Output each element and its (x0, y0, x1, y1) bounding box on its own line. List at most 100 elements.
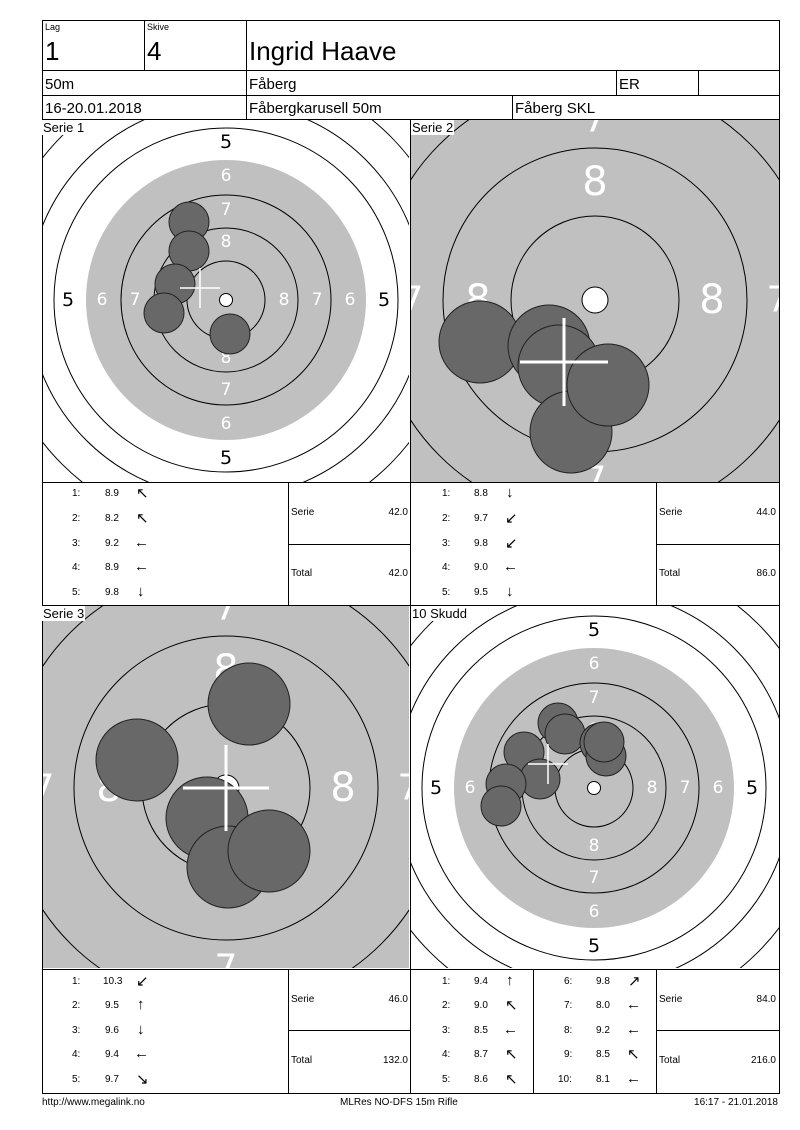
serie-value: 84.0 (756, 994, 776, 1005)
ring-label: 8 (279, 290, 290, 310)
shot-score: 10.3 (103, 976, 123, 987)
shot-direction-icon: ↙ (505, 535, 518, 552)
shot-score: 9.5 (474, 587, 488, 598)
shot-score: 9.2 (596, 1025, 610, 1036)
ring-line (53, 127, 399, 473)
shot-direction-icon: ← (134, 534, 149, 551)
shot-hole (544, 713, 586, 755)
ring-line (73, 635, 379, 941)
shot-number: 5: (442, 587, 451, 598)
shot-hole (207, 662, 291, 746)
ring-label: 8 (647, 778, 658, 798)
shot-hole (95, 718, 179, 802)
serie-value: 44.0 (756, 507, 776, 518)
shot-score: 8.7 (474, 1049, 488, 1060)
shot-score: 8.6 (474, 1074, 488, 1085)
serie-label: Serie (659, 507, 683, 518)
ring-label: 8 (221, 232, 232, 252)
shot-direction-icon: ↓ (506, 484, 514, 501)
ring-label: 6 (345, 290, 356, 310)
shot-score: 8.9 (105, 488, 119, 499)
shot-direction-icon: ← (626, 1070, 641, 1087)
shot-number: 1: (72, 488, 81, 499)
shot-score: 9.7 (105, 1074, 119, 1085)
date: 16-20.01.2018 (45, 100, 142, 117)
class: ER (619, 76, 640, 93)
shot-direction-icon: ← (503, 558, 518, 575)
shot-direction-icon: ← (134, 558, 149, 575)
total-value: 132.0 (382, 1055, 408, 1066)
shot-direction-icon: ↗ (628, 973, 641, 990)
ring-label: 7 (767, 280, 779, 321)
shot-direction-icon: ↖ (627, 1046, 640, 1063)
shot-number: 6: (564, 976, 573, 987)
shooter-name: Ingrid Haave (249, 36, 397, 66)
shot-direction-icon: ↑ (137, 996, 145, 1013)
shot-hole (209, 313, 251, 355)
ring-label: 6 (589, 654, 600, 674)
shot-hole (519, 758, 561, 800)
shot-number: 9: (564, 1049, 573, 1060)
ring-label: 7 (43, 768, 54, 809)
shot-score: 9.7 (474, 513, 488, 524)
shot-number: 5: (442, 1074, 451, 1085)
shot-score: 9.8 (105, 587, 119, 598)
shot-score: 9.2 (105, 538, 119, 549)
shot-number: 1: (72, 976, 81, 987)
shot-hole (143, 292, 185, 334)
shot-hole (227, 809, 311, 893)
shot-direction-icon: ↖ (136, 510, 149, 527)
competition: Fåbergkarusell 50m (249, 100, 382, 117)
shot-score: 8.2 (105, 513, 119, 524)
panel-title-serie-2: Serie 2 (411, 120, 455, 135)
skive-value: 4 (147, 36, 162, 66)
shot-number: 3: (72, 538, 81, 549)
ring-label: 5 (746, 777, 758, 799)
ring-label: 7 (411, 280, 423, 321)
shot-score: 9.8 (474, 538, 488, 549)
total-value: 216.0 (750, 1055, 776, 1066)
ring-label: 7 (398, 768, 409, 809)
place: Fåberg (249, 76, 297, 93)
ring-line (120, 194, 332, 406)
ring-label: 7 (589, 688, 600, 708)
ring-label: 6 (589, 902, 600, 922)
shot-number: 2: (442, 513, 451, 524)
ring-label: 5 (378, 289, 390, 311)
ring-label: 6 (221, 166, 232, 186)
bullseye (581, 286, 609, 314)
shot-hole (583, 721, 625, 763)
shot-hole (566, 343, 650, 427)
shot-direction-icon: ↓ (506, 583, 514, 600)
shot-number: 8: (564, 1025, 573, 1036)
shot-direction-icon: ↓ (137, 1021, 145, 1038)
shot-score: 9.8 (596, 976, 610, 987)
shot-direction-icon: ↘ (136, 1071, 149, 1088)
ring-label: 7 (589, 868, 600, 888)
total-label: Total (659, 1055, 681, 1066)
serie-value: 42.0 (388, 507, 408, 518)
shot-score: 8.5 (474, 1025, 488, 1036)
footer-url[interactable]: http://www.megalink.no (42, 1097, 145, 1108)
shot-direction-icon: ↓ (137, 583, 145, 600)
serie-label: Serie (291, 507, 315, 518)
shot-direction-icon: ← (626, 1021, 641, 1038)
ring-label: 7 (221, 200, 232, 220)
shot-number: 5: (72, 587, 81, 598)
shot-direction-icon: ↖ (136, 485, 149, 502)
ring-label: 5 (430, 777, 442, 799)
ring-label: 6 (713, 778, 724, 798)
ring-label: 7 (312, 290, 323, 310)
shot-score: 8.8 (474, 488, 488, 499)
ring-label: 5 (62, 289, 74, 311)
shot-number: 2: (442, 1000, 451, 1011)
shot-score: 8.0 (596, 1000, 610, 1011)
ring-label: 7 (221, 380, 232, 400)
shot-score: 9.4 (105, 1049, 119, 1060)
shot-direction-icon: ← (626, 996, 641, 1013)
ring-label: 5 (220, 131, 232, 153)
shot-hole (480, 785, 522, 827)
